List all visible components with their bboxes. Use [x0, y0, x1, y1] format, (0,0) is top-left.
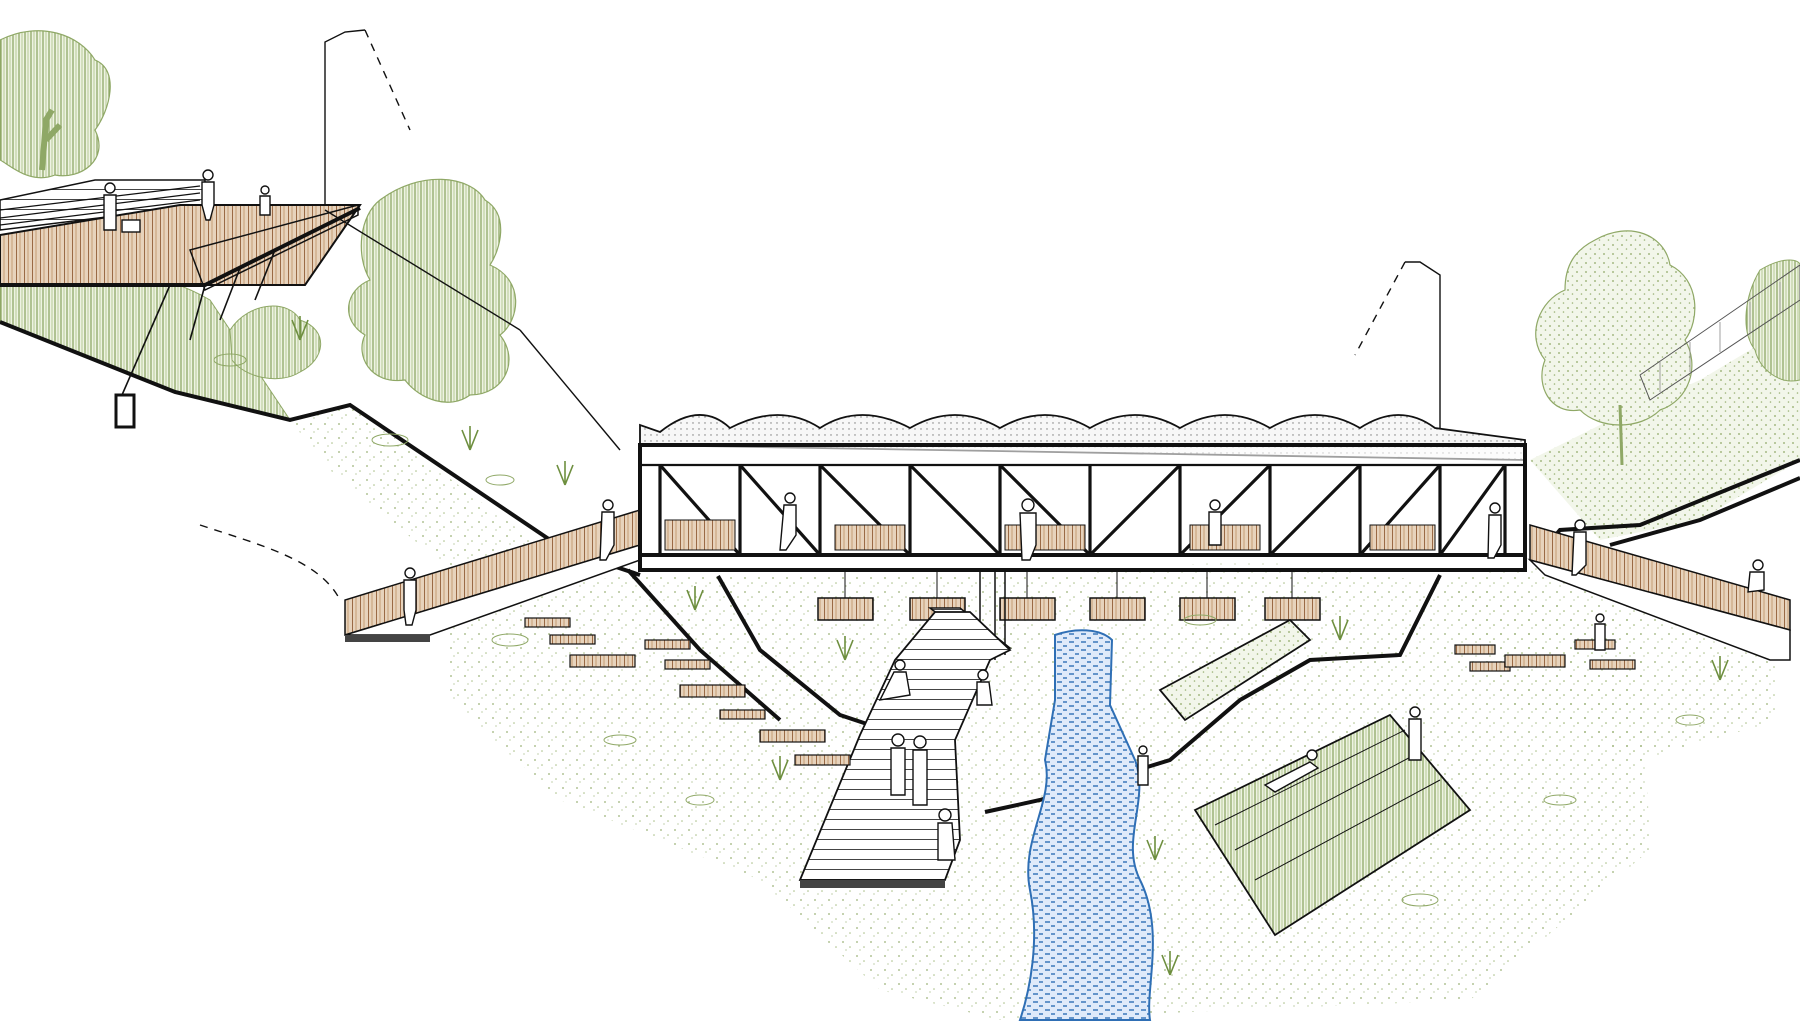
stepped-bank-lower: [1193, 713, 1472, 937]
valley-section-line-center: [984, 574, 1442, 814]
trees: [0, 30, 1800, 466]
terrace-railing: [189, 204, 359, 292]
tree-top-left-trunk: [39, 108, 63, 171]
stepped-bank-upper: [1158, 618, 1312, 722]
person-stroller: [103, 182, 141, 233]
tree-center-left: [348, 178, 517, 403]
person-sitting-boardwalk: [878, 659, 911, 701]
bridge-interior-benches: [664, 519, 1436, 551]
person-walking-slope: [599, 499, 615, 561]
tree-right: [1535, 230, 1696, 426]
right-walkway-deck: [1527, 558, 1791, 661]
terrace-footing: [114, 393, 136, 429]
tree-right-trunk: [1618, 404, 1624, 466]
person-bridge-2: [1019, 498, 1037, 561]
truss-members: [658, 463, 1507, 557]
bridge: [638, 414, 1527, 660]
person-couple-boardwalk: [890, 733, 928, 806]
left-walkway-edge: [345, 635, 430, 642]
lamp-left-beam: [364, 29, 411, 131]
shrub-left-mid: [229, 305, 322, 380]
boardwalk-edge: [800, 880, 945, 888]
grass-tufts: [291, 316, 1729, 976]
person-lying-bank: [1263, 749, 1320, 793]
bench-group-left: [524, 617, 851, 766]
person-terrace-2: [259, 185, 271, 216]
person-walkway-right: [1571, 519, 1587, 576]
person-bridge-1: [779, 492, 797, 551]
side-walkways: [344, 508, 1791, 661]
person-sitting-right: [1747, 559, 1765, 593]
valley-section-line-left-b: [626, 568, 782, 722]
person-sitting-edge: [937, 808, 956, 861]
person-right-picnic: [1594, 613, 1606, 651]
ground-scribbles: [213, 353, 1705, 907]
terrace-deck: [0, 204, 362, 286]
person-bridge-3: [1208, 499, 1222, 546]
right-hillside-rail: [1639, 264, 1800, 401]
tree-far-right: [1745, 259, 1800, 382]
lamp-right-beam: [1354, 261, 1406, 356]
street-lamps: [324, 29, 1441, 440]
dashed-contour-left: [199, 524, 341, 601]
person-bank-standing: [1408, 706, 1422, 761]
central-boardwalk: [798, 607, 1012, 888]
terrain: [0, 267, 1800, 1024]
right-railings: [324, 209, 1800, 451]
upper-terrace: [0, 179, 362, 429]
person-by-stream: [1137, 745, 1149, 786]
person-bridge-4: [1487, 502, 1502, 559]
lamp-right: [1405, 261, 1441, 440]
stepped-bank: [1158, 618, 1472, 937]
stream: [1018, 629, 1154, 1021]
terrace-struts: [121, 249, 276, 396]
left-slope-ground: [0, 322, 880, 1024]
people-silhouettes: [103, 169, 1765, 861]
tree-top-left: [0, 30, 111, 179]
boardwalk-deck: [798, 611, 1012, 881]
person-walkway-left: [403, 567, 417, 626]
person-terrace-1: [201, 169, 215, 221]
right-slope-vegetation: [1530, 320, 1800, 540]
valley-section-line-left: [716, 575, 886, 732]
bridge-truss-frame: [638, 443, 1527, 572]
lamp-left: [324, 29, 366, 205]
left-bank-texture: [290, 405, 560, 570]
person-sitting-boardwalk-2: [976, 669, 993, 706]
upper-right-edge: [1609, 476, 1800, 547]
